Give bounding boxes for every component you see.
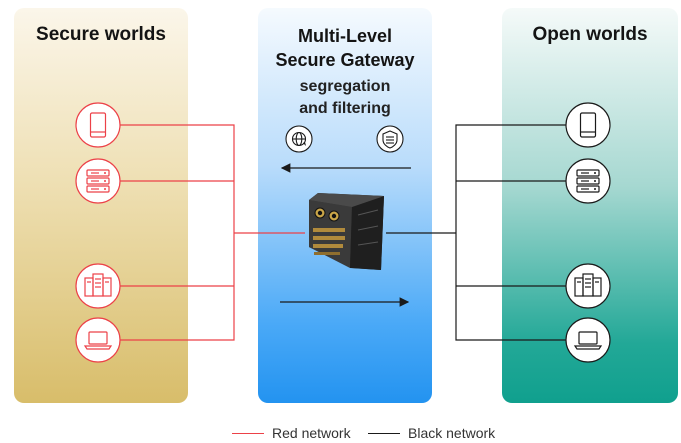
secure-server-tower-icon — [75, 263, 121, 309]
secure-laptop-icon — [75, 317, 121, 363]
secure-worlds-title: Secure worlds — [36, 24, 166, 45]
black-network-swatch — [368, 432, 400, 434]
open-server-tower-icon — [565, 263, 611, 309]
legend-red-network: Red network — [232, 423, 351, 443]
gateway-title-line2: Secure Gateway — [275, 50, 415, 70]
gateway-title-line1: Multi-Level — [297, 26, 392, 46]
gateway-title: Multi-Level Secure Gateway — [258, 24, 432, 72]
secure-tablet-icon — [75, 102, 121, 148]
open-tablet-icon — [565, 102, 611, 148]
gateway-device — [309, 193, 384, 270]
legend-black-label: Black network — [408, 425, 496, 441]
gateway-subtitle-line1: segregation — [299, 78, 391, 95]
shield-filter-icon — [376, 125, 404, 153]
red-network-swatch — [232, 432, 264, 434]
open-worlds-title: Open worlds — [532, 24, 648, 45]
legend-red-label: Red network — [272, 425, 351, 441]
open-laptop-icon — [565, 317, 611, 363]
globe-filter-icon — [285, 125, 313, 153]
legend-black-network: Black network — [368, 423, 495, 443]
red-network-lines — [120, 124, 305, 341]
secure-server-icon — [75, 158, 121, 204]
gateway-subtitle-line2: and filtering — [299, 100, 391, 117]
black-network-lines — [386, 124, 566, 341]
gateway-subtitle: segregation and filtering — [258, 76, 432, 120]
open-server-icon — [565, 158, 611, 204]
